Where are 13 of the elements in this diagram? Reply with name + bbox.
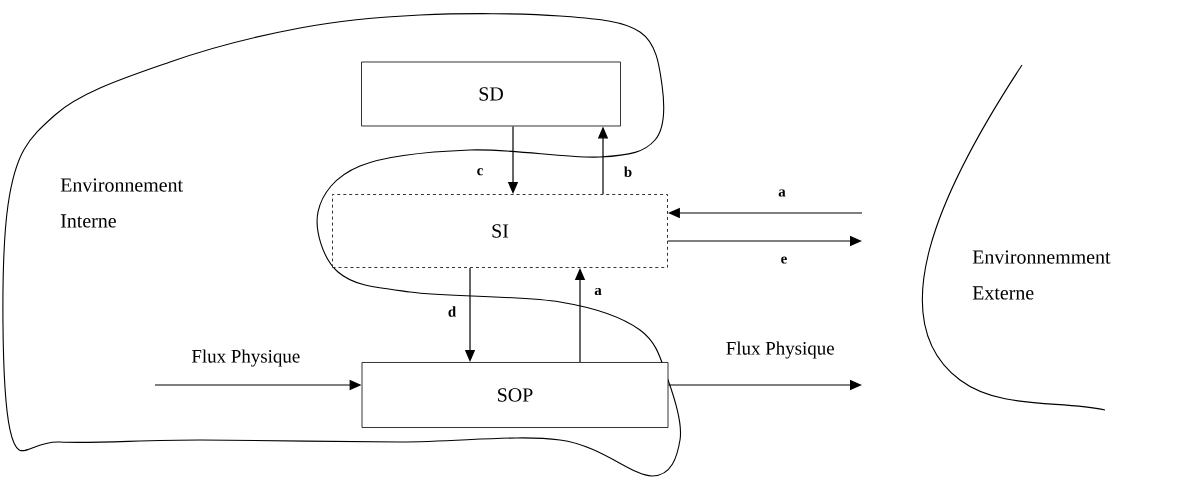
edge-label: Flux Physique [191,349,300,367]
dashed-box: SI [332,194,668,268]
edge-label: a [594,287,602,296]
area-label: Environnement Interne [60,178,183,228]
edge-label: d [448,306,456,317]
process-box: SD [361,61,621,127]
edge-label: e [781,256,787,264]
edge-label: b [624,166,632,177]
edge-label: a [778,189,786,197]
process-box: SOP [361,362,669,428]
edge-label: Flux Physique [726,341,834,359]
edge-label: c [477,168,483,176]
area-label: Environnemment Externe [972,250,1111,300]
